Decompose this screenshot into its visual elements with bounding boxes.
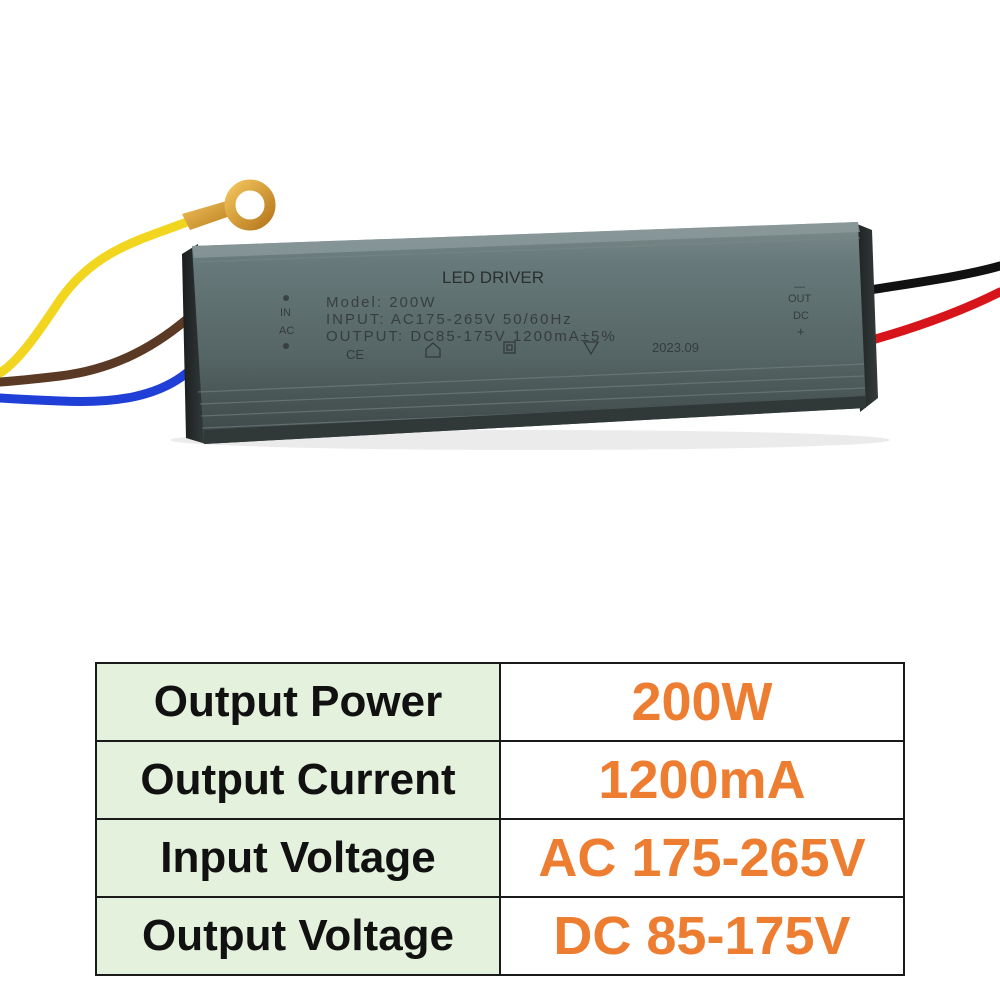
- ac-dot-icon: [283, 343, 289, 349]
- aluminium-housing: [192, 222, 866, 444]
- input-line: INPUT: AC175-265V 50/60Hz: [326, 311, 573, 328]
- square-icon: [503, 341, 516, 354]
- black-wire: [865, 261, 1000, 295]
- spec-value-output-current: 1200mA: [499, 740, 905, 820]
- spec-value-output-voltage: DC 85-175V: [499, 896, 905, 976]
- spec-value-input-voltage: AC 175-265V: [499, 818, 905, 898]
- product-photo: LED DRIVER Model: 200W INPUT: AC175-265V…: [0, 179, 1000, 450]
- brown-wire: [0, 315, 191, 387]
- ring-terminal: [224, 179, 276, 231]
- table-row: Input Voltage AC 175-265V: [95, 818, 905, 898]
- spec-value-output-power: 200W: [499, 662, 905, 742]
- dc-label: DC: [793, 310, 809, 322]
- yellow-wire: [0, 217, 192, 378]
- ce-mark: CE: [346, 347, 364, 362]
- specs-table: Output Power 200W Output Current 1200mA …: [95, 662, 905, 976]
- output-line: OUTPUT: DC85-175V 1200mA±5%: [326, 328, 617, 345]
- table-row: Output Power 200W: [95, 662, 905, 742]
- triangle-icon: [582, 341, 600, 356]
- in-label: IN: [280, 307, 291, 319]
- minus-label: —: [794, 281, 805, 293]
- led-driver-illustration: LED DRIVER Model: 200W INPUT: AC175-265V…: [0, 179, 1000, 450]
- spec-label-output-voltage: Output Voltage: [95, 896, 501, 976]
- date-code: 2023.09: [652, 340, 699, 355]
- ac-label: AC: [279, 325, 294, 337]
- housing-label: LED DRIVER: [442, 268, 544, 287]
- plus-label: +: [797, 324, 805, 339]
- house-icon: [425, 342, 441, 358]
- in-dot-icon: [283, 295, 289, 301]
- model-line: Model: 200W: [326, 294, 436, 311]
- out-label: OUT: [788, 293, 812, 305]
- table-row: Output Current 1200mA: [95, 740, 905, 820]
- blue-wire: [0, 367, 193, 406]
- terminal-crimp: [182, 200, 236, 230]
- spec-label-output-current: Output Current: [95, 740, 501, 820]
- spec-label-output-power: Output Power: [95, 662, 501, 742]
- spec-label-input-voltage: Input Voltage: [95, 818, 501, 898]
- red-wire: [867, 287, 1000, 345]
- table-row: Output Voltage DC 85-175V: [95, 896, 905, 976]
